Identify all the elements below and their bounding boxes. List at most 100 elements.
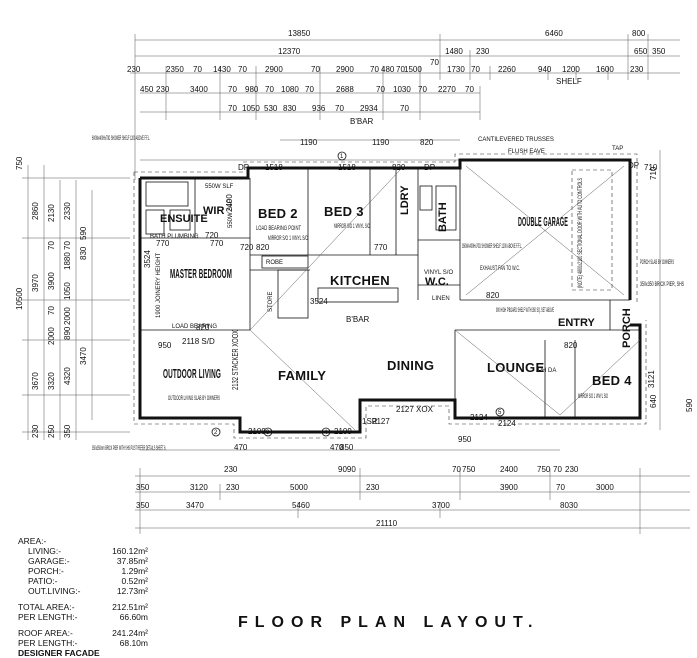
dim-2000b: 2000 xyxy=(47,327,56,345)
dim-70j: 70 xyxy=(305,85,314,94)
dim-770a: 770 xyxy=(156,239,170,248)
note-load-bearing-point: LOAD BEARING POINT xyxy=(256,226,301,232)
dim-3670: 3670 xyxy=(31,372,40,390)
dim-4320: 4320 xyxy=(63,367,72,385)
dim-1480: 1480 xyxy=(445,47,463,56)
dim-2118: 2118 S/D xyxy=(182,337,215,346)
area-label: PATIO:- xyxy=(28,576,58,586)
note-shelf: 900 HIGH P'BOARD SHELF WITH 350 SQ. SET … xyxy=(496,308,554,314)
dim-1080: 1080 xyxy=(281,85,299,94)
dim-820a: 820 xyxy=(420,138,434,147)
note-cantilevered: CANTILEVERED TRUSSES xyxy=(478,137,554,143)
dim-350: 350 xyxy=(652,47,666,56)
dim-590-right: 590 xyxy=(685,398,694,412)
dim-480: 480 xyxy=(381,65,395,74)
dim-590: 590 xyxy=(79,226,88,240)
dim-720b: 720 xyxy=(240,243,254,252)
dim-2270: 2270 xyxy=(438,85,456,94)
note-mirror-bed2: MIRROR S/O 1 VINYL S/O xyxy=(268,236,308,242)
left-dimension-text: 750 2860 2130 3970 10500 3900 890 3670 3… xyxy=(15,156,88,438)
area-row-roof-length: PER LENGTH:- 68.10m xyxy=(18,638,148,648)
dim-3000: 3000 xyxy=(596,483,614,492)
note-550-slf: 550W SLF xyxy=(205,184,234,190)
area-label: LIVING:- xyxy=(28,546,62,556)
area-row-total: TOTAL AREA:- 212.51m² xyxy=(18,602,148,612)
area-label: PER LENGTH:- xyxy=(18,612,78,622)
dim-70f: 70 xyxy=(430,58,439,67)
dim-350-bottom-b: 350 xyxy=(136,501,150,510)
area-row-per-length: PER LENGTH:- 66.60m xyxy=(18,612,148,622)
dim-13850: 13850 xyxy=(288,29,311,38)
room-bath: BATH xyxy=(437,202,449,232)
area-value: 160.12m² xyxy=(112,546,148,556)
dim-2900b: 2900 xyxy=(336,65,354,74)
dim-830: 830 xyxy=(283,104,297,113)
area-schedule: AREA:- LIVING:- 160.12m² GARAGE:- 37.85m… xyxy=(18,536,148,658)
room-store: STORE xyxy=(268,291,274,312)
dim-21110: 21110 xyxy=(376,519,398,528)
room-robe: ROBE xyxy=(266,260,283,266)
note-brick-pier: 350x350 BRICK PIER, SHS xyxy=(640,282,684,288)
dim-2124-bottom: 2124 xyxy=(470,413,488,422)
dim-230-bottom-b: 230 xyxy=(565,465,579,474)
dim-770c: 770 xyxy=(374,243,388,252)
area-value: 37.85m² xyxy=(116,556,148,566)
dim-70a: 70 xyxy=(193,65,202,74)
room-master-bedroom: MASTER BEDROOM xyxy=(170,266,232,281)
room-wir: WIR xyxy=(203,205,224,217)
dim-1190a: 1190 xyxy=(300,138,318,147)
dim-70-left-b: 70 xyxy=(63,241,72,250)
area-row-patio: PATIO:- 0.52m² xyxy=(18,576,148,586)
dim-470b: 470 xyxy=(330,443,344,452)
dim-70d: 70 xyxy=(370,65,379,74)
dim-70-left-a: 70 xyxy=(47,241,56,250)
note-remote-door: (NOTE) 4800x2100 SECTIONAL DOOR WITH AUT… xyxy=(578,178,584,288)
area-value: 12.73m² xyxy=(116,586,148,596)
dim-2400-bottom: 2400 xyxy=(500,465,518,474)
marker-3: 3 xyxy=(266,430,270,436)
area-label: TOTAL AREA:- xyxy=(18,602,75,612)
dim-2109b: 2109 xyxy=(334,427,352,436)
dim-1050-left: 1050 xyxy=(63,282,72,300)
dim-2400: 2400 xyxy=(225,194,234,212)
label-shelf-top: SHELF xyxy=(556,77,582,86)
dim-1030: 1030 xyxy=(393,85,411,94)
interior-walls xyxy=(140,165,641,431)
dim-1500: 1500 xyxy=(404,65,422,74)
note-flush-eave: FLUSH EAVE xyxy=(508,149,545,155)
dim-450: 450 xyxy=(140,85,154,94)
dim-70o: 70 xyxy=(335,104,344,113)
dim-2934: 2934 xyxy=(360,104,378,113)
dim-3900: 3900 xyxy=(47,272,56,290)
dim-3121: 3121 xyxy=(647,370,656,388)
dim-650: 650 xyxy=(634,47,648,56)
dim-70p: 70 xyxy=(400,104,409,113)
note-exhaust: EXHAUST FAN TO W.C. xyxy=(480,266,520,272)
dim-890: 890 xyxy=(63,326,72,340)
left-dimension-lines xyxy=(22,165,130,440)
dim-70-bottom-b: 70 xyxy=(553,465,562,474)
dim-1190b: 1190 xyxy=(372,138,390,147)
area-value: 212.51m² xyxy=(112,602,148,612)
dim-1050: 1050 xyxy=(242,104,260,113)
dim-470a: 470 xyxy=(234,443,248,452)
note-shower-top: 600Wx400Hx70D SHOWER SHELF 1200 ABOVE F.… xyxy=(92,136,150,142)
note-joinery: 1900 JOINERY HEIGHT xyxy=(156,253,162,318)
note-shower-bath: 350Wx400Hx70D SHOWER SHELF 1200 ABOVE F.… xyxy=(462,244,522,250)
bottom-dimension-text: 470 470 850 950 230 9090 70 750 2400 750… xyxy=(136,413,614,528)
area-label: PER LENGTH:- xyxy=(18,638,78,648)
room-bed-2: BED 2 xyxy=(258,206,298,221)
top-dimension-lines xyxy=(130,34,680,180)
dim-2132: 2132 STACKER XOOX xyxy=(231,330,240,390)
dim-3320: 3320 xyxy=(47,372,56,390)
dim-1200: 1200 xyxy=(562,65,580,74)
room-linen: LINEN xyxy=(432,296,450,302)
area-value: 66.60m xyxy=(119,612,148,622)
dim-230c: 230 xyxy=(156,85,170,94)
area-label: OUT.LIVING:- xyxy=(28,586,81,596)
dim-820c: 820 xyxy=(256,243,270,252)
room-double-garage: DOUBLE GARAGE xyxy=(518,214,568,229)
marker-5-circle xyxy=(495,407,505,417)
dim-2109a: 2109 xyxy=(248,427,266,436)
